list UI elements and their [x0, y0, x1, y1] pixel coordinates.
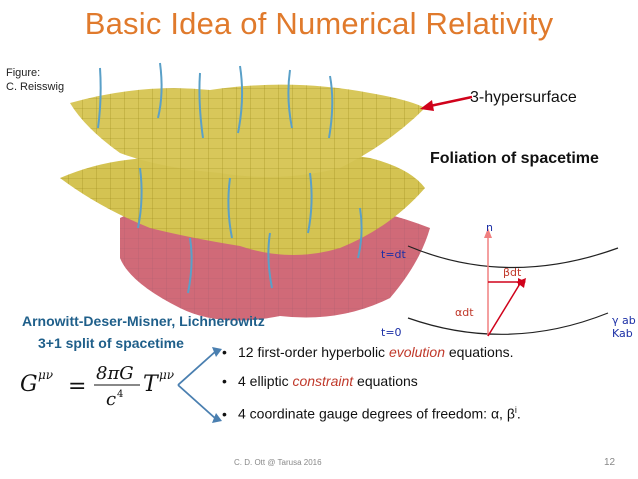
beta-superscript: i	[514, 405, 517, 415]
split-label: 3+1 split of spacetime	[38, 335, 184, 351]
slide-title: Basic Idea of Numerical Relativity	[84, 6, 554, 41]
alpha-dt-label: αdt	[455, 306, 474, 319]
branch-arrows	[177, 347, 222, 423]
eq-t: T	[143, 372, 160, 397]
eq-numerator: 8πG	[96, 363, 134, 384]
eq-denominator: c	[106, 389, 116, 410]
emphasis-evolution: evolution	[388, 344, 445, 360]
adm-label: Arnowitt-Deser-Misner, Lichnerowitz	[22, 313, 265, 329]
eq-g-sup: μν	[38, 368, 53, 382]
list-item: •4 elliptic constraint equations	[222, 373, 418, 389]
gamma-ab-label: γ ab	[612, 314, 636, 327]
bullet-text: equations.	[445, 344, 514, 360]
eq-t-sup: μν	[159, 368, 174, 382]
bullet-text: equations	[353, 373, 418, 389]
hypersurface-label: 3-hypersurface	[470, 89, 577, 106]
bullet-text: 4 coordinate gauge degrees of freedom: α…	[238, 405, 515, 422]
einstein-equation: G μν = 8πG c 4 T μν	[18, 355, 188, 415]
normal-n-label: n	[486, 221, 493, 234]
yellow-surface-top	[70, 84, 425, 177]
worldlines	[97, 62, 363, 294]
footer-text: C. D. Ott @ Tarusa 2016	[234, 458, 322, 467]
beta-dt-label: βdt	[503, 266, 522, 279]
equation-list: •12 first-order hyperbolic evolution equ…	[222, 338, 521, 425]
emphasis-constraint: constraint	[292, 373, 354, 389]
k-ab-label: Kab	[612, 327, 633, 340]
t-0-label: t=0	[381, 326, 402, 339]
yellow-surface-middle	[60, 151, 425, 256]
credit-line-1: Figure:	[6, 67, 41, 79]
t-dt-label: t=dt	[381, 248, 406, 261]
bullet-text: 4 elliptic	[238, 373, 293, 389]
eq-g: G	[20, 372, 38, 397]
figure-credit: Figure: C. Reisswig	[6, 66, 64, 94]
foliation-label: Foliation of spacetime	[430, 150, 599, 167]
eq-equals: =	[68, 374, 86, 399]
hypersurface-arrow	[420, 95, 473, 111]
list-item: •12 first-order hyperbolic evolution equ…	[222, 344, 514, 360]
list-item: •4 coordinate gauge degrees of freedom: …	[222, 405, 521, 422]
page-number: 12	[604, 457, 616, 468]
split-diagram	[407, 228, 619, 337]
foliation-illustration	[60, 62, 430, 321]
eq-den-sup: 4	[117, 389, 123, 400]
bullet-text: 12 first-order hyperbolic	[238, 344, 389, 360]
bullet-text: .	[516, 405, 521, 422]
credit-line-2: C. Reisswig	[6, 81, 65, 93]
